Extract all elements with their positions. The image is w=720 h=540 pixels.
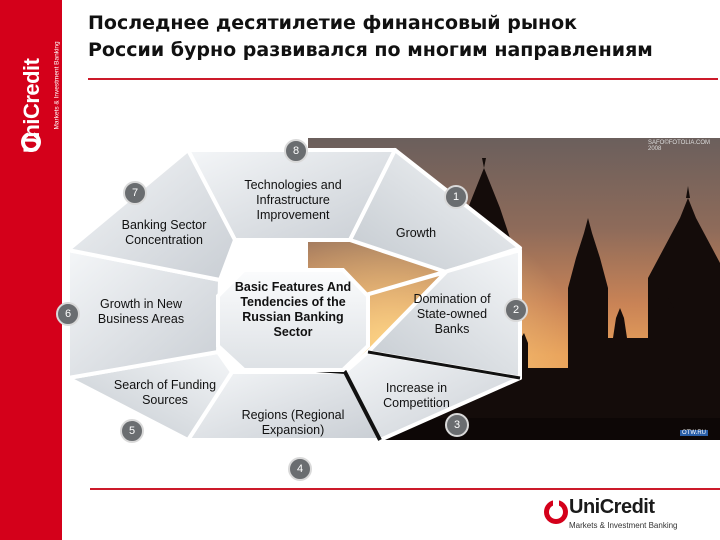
footer-brand-tagline: Markets & Investment Banking [569,521,678,530]
segment-3-label: Increase in Competition [369,381,464,411]
segment-8-number: 8 [284,139,308,163]
segment-6-label: Growth in New Business Areas [86,297,196,327]
segment-7-label: Banking Sector Concentration [114,218,214,248]
diagram-center-label: Basic Features And Tendencies of the Rus… [225,280,361,340]
segment-5-number: 5 [120,419,144,443]
segment-1-number: 1 [444,185,468,209]
segment-4-number: 4 [288,457,312,481]
segment-1-label: Growth [385,226,447,241]
segment-7-number: 7 [123,181,147,205]
segment-2-label: Domination of State-owned Banks [402,292,502,337]
footer-brand-name: UniCredit [569,496,655,519]
segment-2-number: 2 [504,298,528,322]
segment-3-number: 3 [445,413,469,437]
segment-6-number: 6 [56,302,80,326]
segment-4-label: Regions (Regional Expansion) [230,408,356,438]
footer-divider [90,488,720,490]
segment-5-label: Search of Funding Sources [106,378,224,408]
segment-8-label: Technologies and Infrastructure Improvem… [233,178,353,223]
